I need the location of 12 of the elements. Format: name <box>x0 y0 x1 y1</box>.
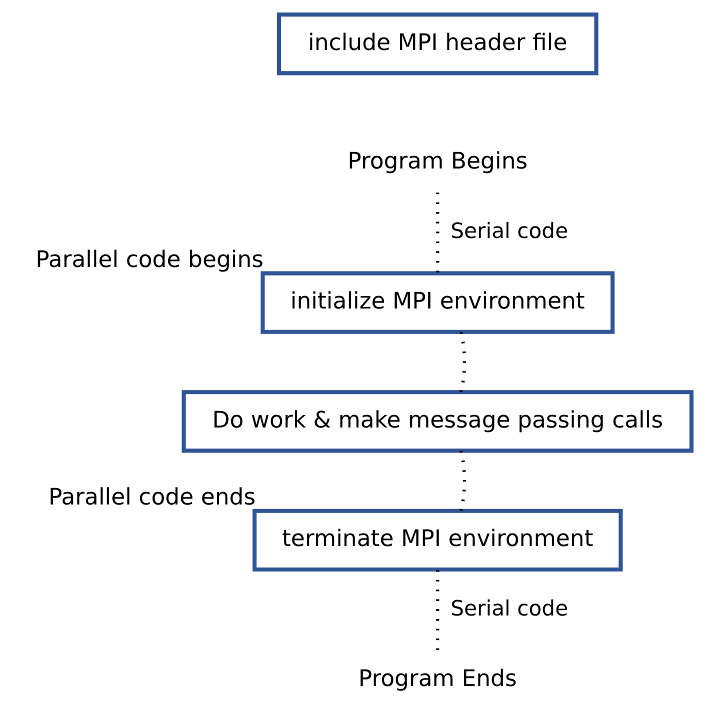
node-box: Do work & make message passing calls <box>182 390 694 453</box>
node-box: initialize MPI environment <box>260 271 615 334</box>
node-text: Program Ends <box>358 666 517 692</box>
node-box: terminate MPI environment <box>252 508 623 572</box>
node-text: Program Begins <box>348 148 528 175</box>
connector <box>459 332 466 392</box>
edge-label: Serial code <box>450 596 568 621</box>
connector <box>459 450 466 512</box>
edge-label: Serial code <box>450 218 568 244</box>
node-label: Parallel code begins <box>36 247 264 274</box>
node-box: include MPI header file <box>276 12 598 76</box>
node-label: Parallel code ends <box>48 484 256 511</box>
